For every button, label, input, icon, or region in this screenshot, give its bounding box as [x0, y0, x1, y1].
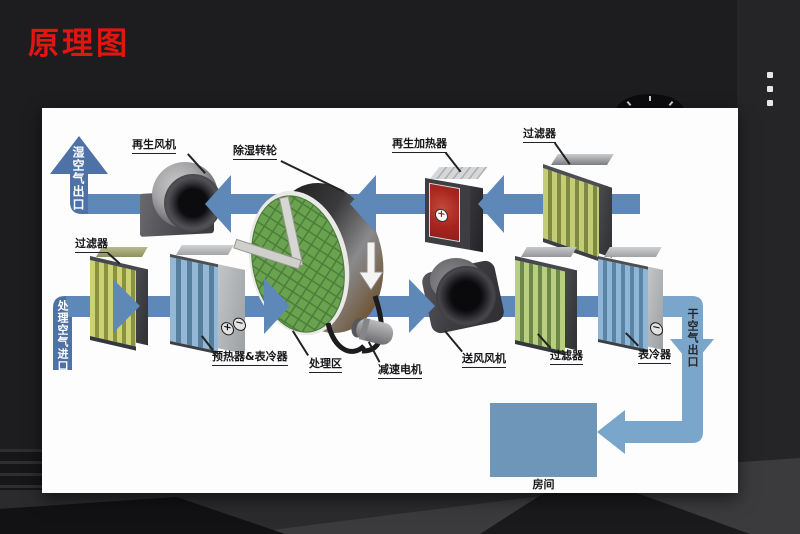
label-filter-inlet: 过滤器 — [75, 235, 108, 253]
label-surface-cooler: 表冷器 — [638, 346, 671, 364]
preheater-minus-icon: − — [233, 316, 246, 333]
room-arrowhead — [597, 410, 625, 454]
label-gear-motor: 减速电机 — [378, 361, 422, 379]
vertical-ellipsis-icon — [767, 72, 773, 114]
filter-top — [543, 152, 623, 262]
surface-cooler: − — [598, 244, 678, 353]
regen-heater: + — [425, 166, 495, 253]
page-title: 原理图 — [28, 26, 130, 62]
label-rotor: 除湿转轮 — [233, 142, 277, 160]
label-filter-top: 过滤器 — [523, 125, 556, 143]
room-box — [490, 403, 597, 477]
label-room: 房间 — [532, 478, 555, 491]
supply-fan — [420, 258, 510, 338]
gear-motor-shape — [351, 317, 394, 345]
cooler-minus-icon: − — [650, 321, 663, 337]
dry-air-run — [625, 296, 703, 443]
flow-process-air-inlet: 处理空气进口 — [56, 300, 69, 372]
filter-supply — [515, 244, 591, 356]
flow-dry-air-outlet: 干空气出口 — [686, 308, 699, 368]
wet-air-up-arrow — [50, 136, 108, 214]
preheater-cooler: + − — [170, 242, 260, 355]
label-filter-supply: 过滤器 — [550, 347, 583, 365]
rotor-wheel — [233, 183, 394, 354]
dry-air-down-arrowhead — [670, 339, 714, 366]
regen-fan — [138, 162, 228, 238]
rotation-arrow-icon — [358, 241, 384, 291]
filter-inlet — [90, 244, 160, 351]
flow-wet-air-outlet: 湿空气出口 — [71, 146, 85, 211]
label-process-zone: 处理区 — [309, 355, 342, 373]
background-blinds — [0, 449, 42, 493]
label-regen-heater: 再生加热器 — [392, 135, 447, 153]
rotor-entry-arrowhead-bottom — [264, 278, 290, 334]
diagram-panel: + + — [42, 108, 738, 493]
label-regen-fan: 再生风机 — [132, 136, 176, 154]
label-preheater-cooler: 预热器&表冷器 — [212, 348, 288, 366]
label-supply-fan: 送风风机 — [462, 350, 506, 368]
rotor-entry-arrowhead-top — [350, 175, 376, 233]
